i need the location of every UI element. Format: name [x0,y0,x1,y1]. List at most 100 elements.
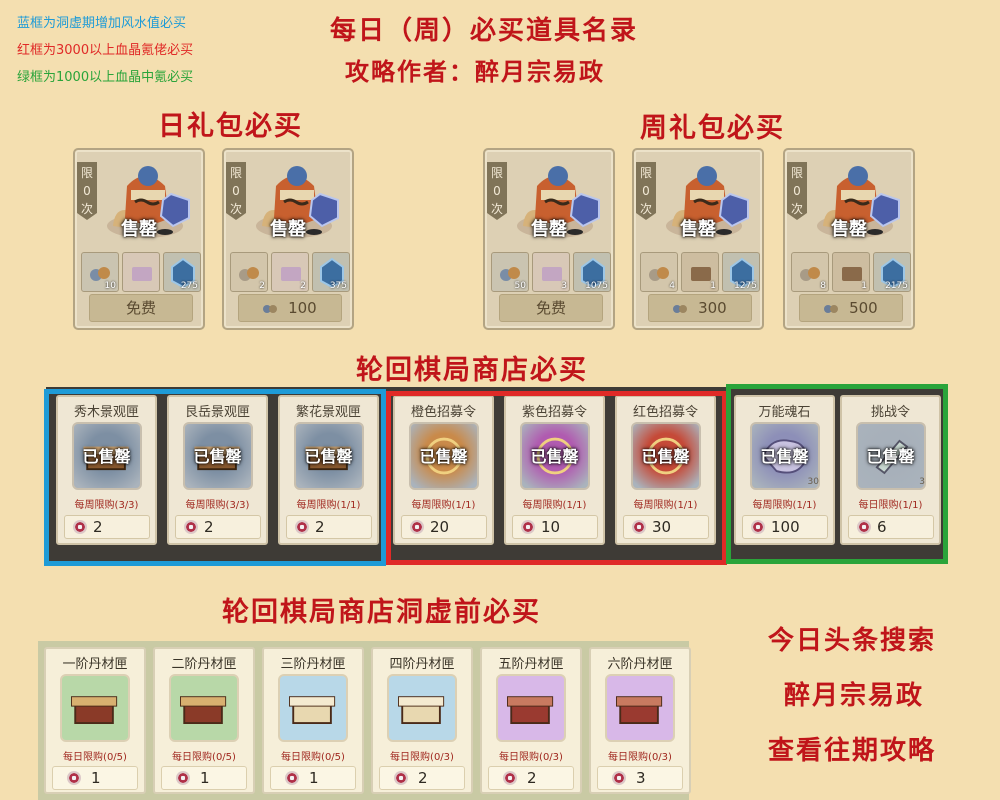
coin-icon [824,304,839,313]
pack-items: 8 1 2175 [791,252,911,292]
material-box-price-button[interactable]: 3 [597,766,683,790]
shop-item-card[interactable]: 挑战令 已售罄 3 每日限购(1/1) 6 [840,395,941,545]
pack-item-slot[interactable]: 275 [163,252,201,292]
material-box-icon [398,696,445,724]
purchase-limit: 每周限购(1/1) [633,500,698,511]
page-title: 每日（周）必买道具名录 [330,16,639,46]
pack-item-slot[interactable]: 2 [271,252,309,292]
purchase-limit: 每日限购(0/5) [63,752,127,763]
material-box-card[interactable]: 五阶丹材匣 每日限购(0/3) 2 [480,647,582,794]
pack-price-button[interactable]: 免费 [89,294,193,322]
shop-price-button[interactable]: 20 [401,515,487,539]
shop-price-button[interactable]: 2 [286,515,372,539]
shop-item-card[interactable]: 紫色招募令 已售罄 每周限购(1/1) 10 [504,395,605,545]
material-box-price-button[interactable]: 1 [52,766,138,790]
pack-item-slot[interactable]: 8 [791,252,829,292]
pack-item-slot[interactable]: 4 [640,252,678,292]
shop-price-button[interactable]: 100 [742,515,828,539]
material-icon [842,267,862,281]
token-icon [239,267,259,281]
pack-item-slot[interactable]: 10 [81,252,119,292]
chest-icon [305,446,351,471]
shop-price-button[interactable]: 2 [175,515,261,539]
shop-price-button[interactable]: 2 [64,515,150,539]
shop-price-button[interactable]: 30 [623,515,709,539]
blood-crystal-icon [751,520,765,534]
pack-item-slot[interactable]: 1 [832,252,870,292]
shop-item-card[interactable]: 秀木景观匣 已售罄 每周限购(3/3) 2 [56,395,157,545]
shop-item-card[interactable]: 红色招募令 已售罄 每周限购(1/1) 30 [615,395,716,545]
shop-price-button[interactable]: 10 [512,515,598,539]
shop-price: 20 [430,518,450,536]
shop-item-name: 艮岳景观匣 [184,405,250,420]
material-box-image [387,674,457,742]
shop-item-card[interactable]: 繁花景观匣 已售罄 每周限购(1/1) 2 [278,395,379,545]
blood-crystal-icon [285,771,299,785]
pack-price-button[interactable]: 免费 [499,294,603,322]
pack-price-button[interactable]: 100 [238,294,342,322]
pack-item-slot[interactable]: 1275 [722,252,760,292]
material-box-name: 四阶丹材匣 [389,657,455,672]
shop-item-name: 红色招募令 [632,405,698,420]
limit-tag: 限 0 次 [787,162,807,220]
material-box-card[interactable]: 一阶丹材匣 每日限购(0/5) 1 [44,647,146,794]
gift-pack-card[interactable]: 限 0 次 售罄 8 [783,148,915,330]
blood-crystal-icon [612,771,626,785]
material-box-price: 2 [418,769,428,787]
pack-item-slot[interactable]: 1075 [573,252,611,292]
limit-char: 次 [490,202,503,216]
coin-icon [263,304,278,313]
legend-red: 红框为3000以上血晶氪佬必买 [17,43,194,58]
gift-pack-card[interactable]: 限 0 次 售罄 2 [222,148,354,330]
shop-price: 100 [771,518,800,536]
pack-item-slot[interactable]: 2175 [873,252,911,292]
pack-price: 100 [288,299,317,317]
pack-item-slot[interactable] [122,252,160,292]
shop-item-image [409,422,479,490]
shop-item-card[interactable]: 万能魂石 已售罄 30 每周限购(1/1) 100 [734,395,835,545]
material-box-card[interactable]: 四阶丹材匣 每日限购(0/3) 2 [371,647,473,794]
red-frame [386,391,727,565]
pack-item-slot[interactable]: 1 [681,252,719,292]
coin-icon [673,304,688,313]
green-frame [726,384,948,564]
material-box-image [496,674,566,742]
gift-pack-card[interactable]: 限 0 次 售罄 10 [73,148,205,330]
shop-item-card[interactable]: 艮岳景观匣 已售罄 每周限购(3/3) 2 [167,395,268,545]
pack-price-button[interactable]: 300 [648,294,752,322]
recruit-token-icon [425,437,463,475]
sold-out-label: 已售罄 [82,447,131,466]
shop-price-button[interactable]: 6 [848,515,934,539]
gift-pack-card[interactable]: 限 0 次 售罄 50 [483,148,615,330]
material-box-name: 一阶丹材匣 [62,657,128,672]
material-box-card[interactable]: 二阶丹材匣 每日限购(0/5) 1 [153,647,255,794]
shop-item-card[interactable]: 橙色招募令 已售罄 每周限购(1/1) 20 [393,395,494,545]
shop-price: 10 [541,518,561,536]
limit-tag: 限 0 次 [77,162,97,220]
material-box-card[interactable]: 三阶丹材匣 每日限购(0/5) 1 [262,647,364,794]
material-box-price-button[interactable]: 1 [270,766,356,790]
material-box-price-button[interactable]: 1 [161,766,247,790]
pack-item-slot[interactable]: 375 [312,252,350,292]
sold-out-label: 已售罄 [304,447,353,466]
limit-char: 限 [229,166,242,180]
material-box-price-button[interactable]: 2 [379,766,465,790]
pack-item-slot[interactable]: 2 [230,252,268,292]
sold-out-label: 售罄 [831,219,867,240]
shop-item-name: 繁花景观匣 [295,405,361,420]
gift-pack-card[interactable]: 限 0 次 售罄 4 [632,148,764,330]
material-box-price-button[interactable]: 2 [488,766,574,790]
purchase-limit: 每周限购(3/3) [185,500,250,511]
sold-out-label: 售罄 [531,219,567,240]
pack-items: 50 3 1075 [491,252,611,292]
material-box-price: 1 [309,769,319,787]
material-box-card[interactable]: 六阶丹材匣 每日限购(0/3) 3 [589,647,691,794]
purchase-limit: 每日限购(0/5) [172,752,236,763]
limit-char: 次 [80,202,93,216]
pack-item-slot[interactable]: 3 [532,252,570,292]
pack-price-button[interactable]: 500 [799,294,903,322]
purchase-limit: 每日限购(1/1) [858,500,923,511]
sold-out-label: 售罄 [680,219,716,240]
blood-crystal-icon [394,771,408,785]
pack-item-slot[interactable]: 50 [491,252,529,292]
